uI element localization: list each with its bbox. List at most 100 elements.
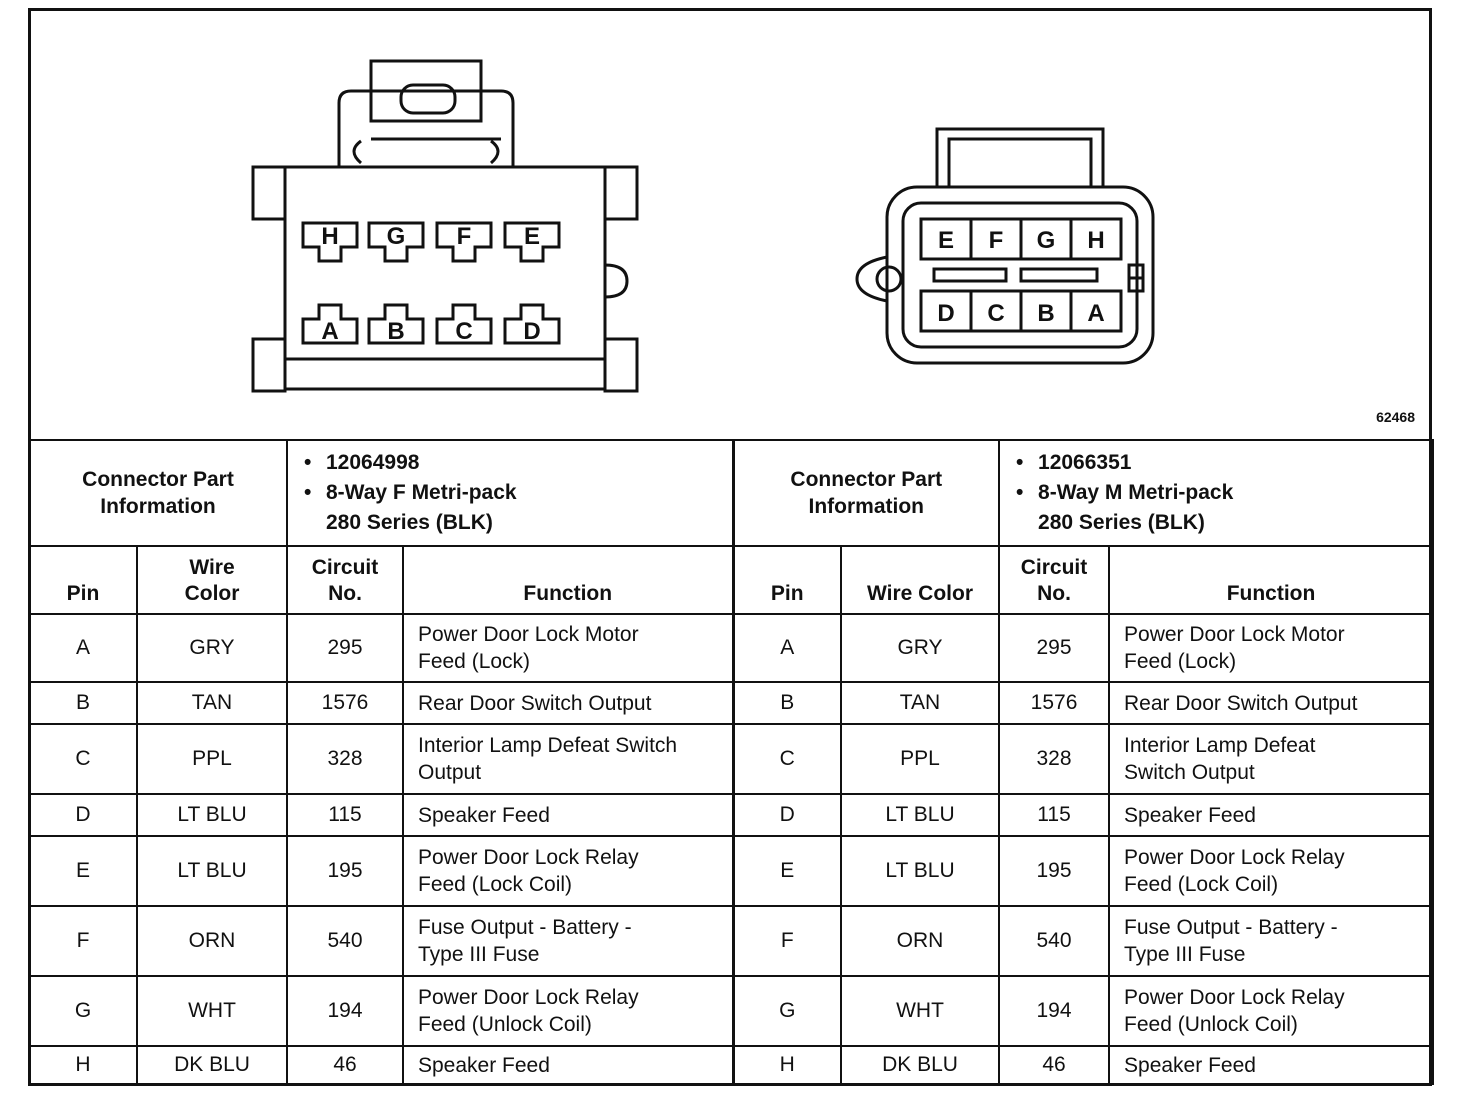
pin-cell: B [731,681,843,725]
wire-color-cell: LT BLU [136,793,288,837]
circuit-cell: 194 [286,975,404,1047]
circuit-cell: 328 [998,723,1111,795]
m-cavity-label: D [937,300,954,327]
wire-color-cell: LT BLU [136,835,288,907]
function-line: Speaker Feed [1124,803,1256,827]
pin-cell: E [731,835,843,907]
m-cavity-label: F [989,227,1004,254]
m-cavity-label: B [1037,300,1054,327]
col-pin: Pin [731,545,843,615]
col-label: Color [184,582,240,605]
connector-info-row: Connector Part Information 12064998 8-Wa… [28,439,1435,547]
function-line: Feed (Lock Coil) [1124,873,1279,896]
circuit-cell: 194 [998,975,1111,1047]
pin-cell: E [28,835,138,907]
function-cell: Speaker Feed [1108,793,1435,837]
function-line: Feed (Unlock Coil) [1124,1013,1298,1036]
connector-m-cavities-top [919,217,1123,261]
function-line: Switch Output [1124,761,1255,784]
function-line: Rear Door Switch Output [418,691,652,715]
circuit-cell: 1576 [998,681,1111,725]
f-cavity-label: A [321,318,338,345]
wire-color-cell: LT BLU [840,835,1001,907]
circuit-cell: 115 [286,793,404,837]
col-label: No. [1037,582,1071,605]
col-pin: Pin [28,545,138,615]
pinout-table: Connector Part Information 12064998 8-Wa… [28,439,1435,1085]
wire-color-cell: LT BLU [840,793,1001,837]
function-line: Rear Door Switch Output [1124,691,1358,715]
function-line: Feed (Lock Coil) [418,873,573,896]
function-line: Output [418,761,482,784]
f-cavity-label: H [321,223,338,250]
function-cell: Fuse Output - Battery -Type III Fuse [401,905,735,977]
col-function: Function [1108,545,1435,615]
cpi-info-right: 12066351 8-Way M Metri-pack 280 Series (… [998,439,1435,547]
connector-m-body [855,127,1155,365]
cpi-label-right: Connector Part Information [731,439,1001,547]
pin-cell: G [731,975,843,1047]
circuit-cell: 540 [286,905,404,977]
circuit-cell: 195 [998,835,1111,907]
function-cell: Speaker Feed [1108,1045,1435,1085]
col-label: No. [328,582,362,605]
f-cavity-label: D [523,318,540,345]
pin-cell: C [28,723,138,795]
m-cavity-label: G [1037,227,1056,254]
circuit-cell: 115 [998,793,1111,837]
wire-color-cell: DK BLU [136,1045,288,1085]
function-cell: Speaker Feed [401,793,735,837]
pin-cell: B [28,681,138,725]
function-line: Interior Lamp Defeat [1124,734,1316,757]
wire-color-cell: TAN [840,681,1001,725]
circuit-cell: 295 [286,613,404,683]
col-function: Function [401,545,735,615]
function-line: Type III Fuse [418,943,540,966]
circuit-cell: 540 [998,905,1111,977]
function-cell: Speaker Feed [401,1045,735,1085]
col-wire-color: Wire Color [840,545,1001,615]
pin-cell: A [28,613,138,683]
circuit-cell: 295 [998,613,1111,683]
function-line: Type III Fuse [1124,943,1246,966]
circuit-cell: 46 [286,1045,404,1085]
wire-color-cell: WHT [840,975,1001,1047]
function-line: Speaker Feed [418,1053,550,1077]
wire-color-cell: GRY [840,613,1001,683]
function-line: Power Door Lock Relay [1124,846,1345,869]
connector-f-cavities-top [301,221,561,263]
pin-cell: D [28,793,138,837]
pin-cell: C [731,723,843,795]
f-cavity-label: B [387,318,404,345]
part-desc-cont: 280 Series (BLK) [326,511,493,534]
cpi-label-line: Information [100,495,216,518]
circuit-cell: 46 [998,1045,1111,1085]
col-label: Circuit [311,556,379,579]
function-line: Power Door Lock Relay [418,846,639,869]
function-cell: Rear Door Switch Output [401,681,735,725]
function-line: Feed (Unlock Coil) [418,1013,592,1036]
connector-f-cavities-bottom [301,303,561,345]
function-cell: Rear Door Switch Output [1108,681,1435,725]
wire-color-cell: ORN [136,905,288,977]
m-cavity-label: H [1087,227,1104,254]
function-line: Power Door Lock Relay [418,986,639,1009]
pin-cell: F [28,905,138,977]
